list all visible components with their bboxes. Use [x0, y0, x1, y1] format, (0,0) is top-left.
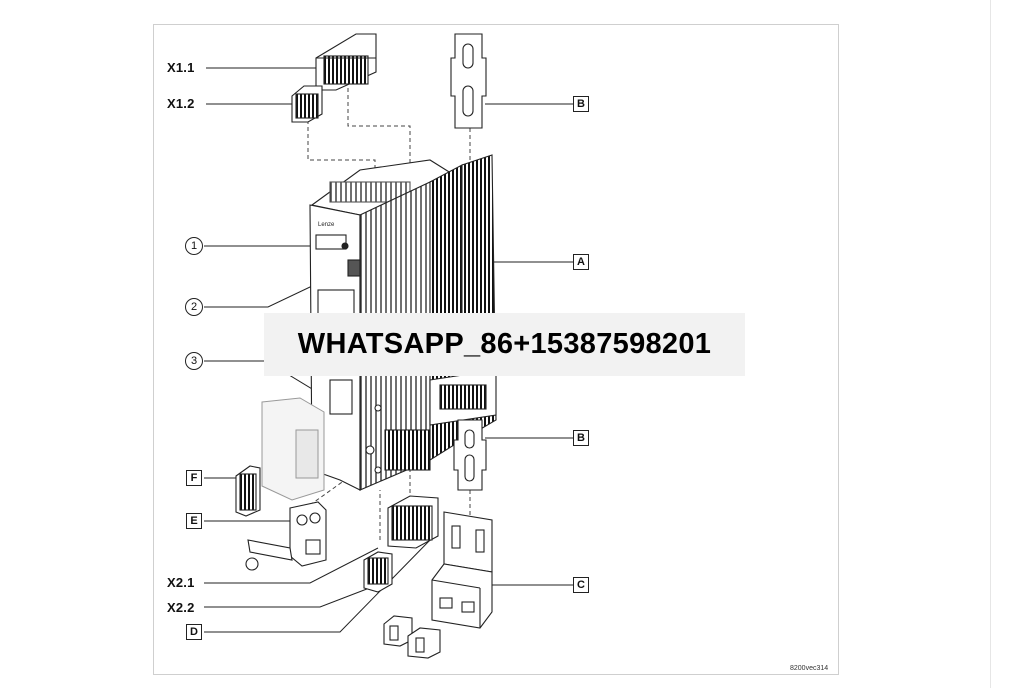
label-a: A	[573, 254, 589, 270]
bracket-c	[431, 511, 493, 629]
watermark-text: WHATSAPP_86+15387598201	[297, 328, 712, 360]
label-b-top: B	[573, 96, 589, 112]
callout-3: 3	[185, 352, 203, 370]
label-x2-2: X2.2	[167, 600, 195, 615]
right-edge-line	[990, 0, 991, 688]
fieldbus-module-ghost	[261, 397, 325, 501]
label-f: F	[186, 470, 202, 486]
terminal-x1-2	[291, 85, 323, 123]
label-c: C	[573, 577, 589, 593]
mounting-bracket-b-bottom	[453, 419, 487, 491]
diagram-frame	[153, 24, 839, 675]
clips-d	[383, 615, 441, 659]
terminal-x2	[363, 495, 439, 593]
connector-f	[235, 465, 261, 517]
label-x2-1: X2.1	[167, 575, 195, 590]
label-b-bottom: B	[573, 430, 589, 446]
device-brand-logo: Lenze	[318, 222, 335, 228]
watermark-banner: WHATSAPP_86+15387598201	[264, 313, 745, 376]
label-x1-1: X1.1	[167, 60, 195, 75]
terminal-x1-1	[315, 33, 377, 91]
label-d: D	[186, 624, 202, 640]
drawing-code: 8200vec314	[790, 665, 829, 672]
callout-2: 2	[185, 298, 203, 316]
label-x1-2: X1.2	[167, 96, 195, 111]
mounting-bracket-b-top	[450, 33, 487, 129]
shield-plate-e	[245, 501, 327, 571]
callout-1: 1	[185, 237, 203, 255]
label-e: E	[186, 513, 202, 529]
